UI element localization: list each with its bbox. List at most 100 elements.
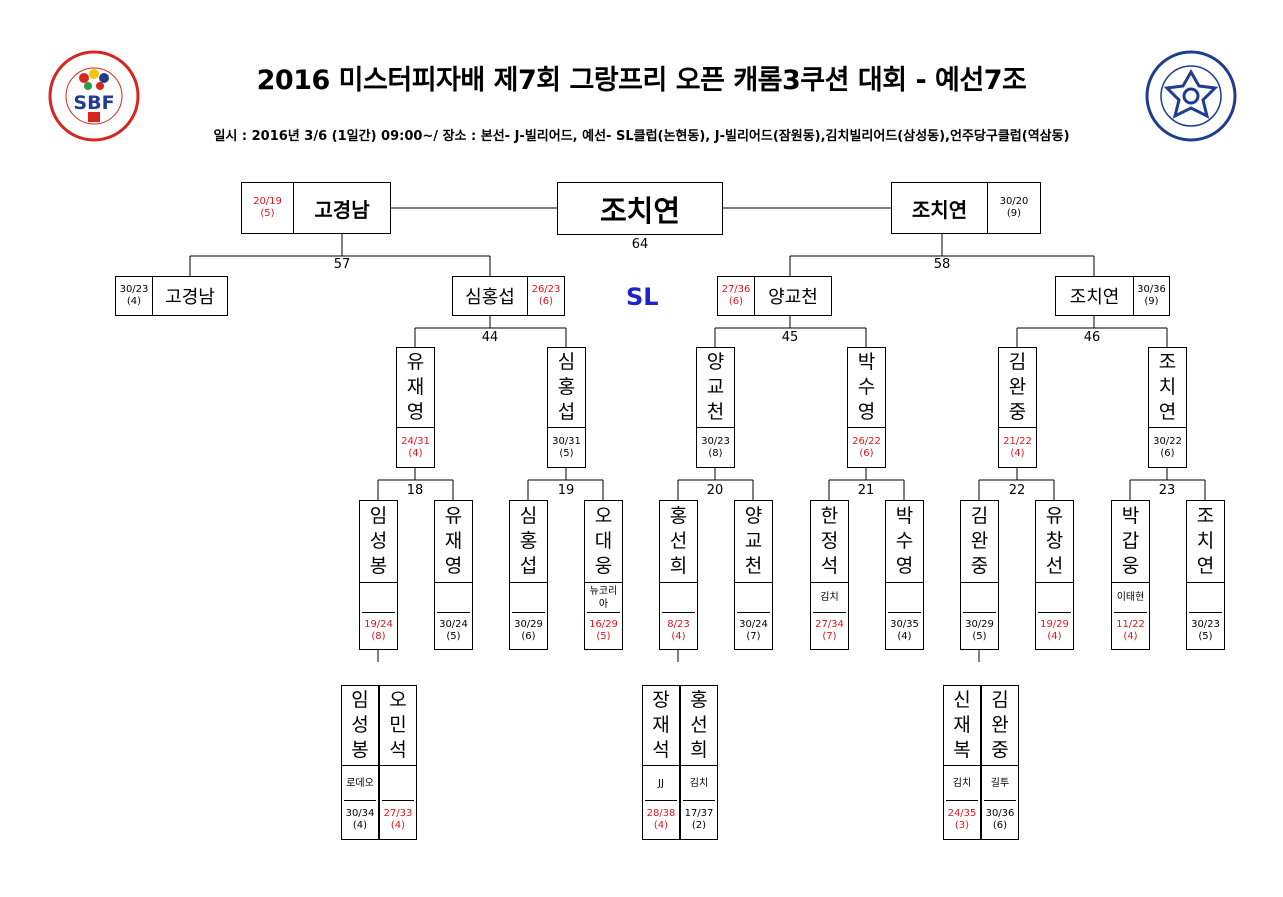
name-char: 양 <box>744 505 763 527</box>
name-char: 완 <box>970 530 989 552</box>
name-char: 석 <box>652 739 670 761</box>
score-value: 11/22 <box>1116 619 1145 630</box>
name-char: 한 <box>820 505 839 527</box>
quarterfinal-name-2: 심홍섭 <box>453 277 528 315</box>
prelim-score-6: 30/36(6) <box>982 801 1018 839</box>
name-char: 완 <box>1008 376 1027 398</box>
quarterfinal-score-4: 30/36 (9) <box>1134 277 1169 315</box>
name-char: 중 <box>970 555 989 577</box>
seoul-sports-council-logo <box>1145 50 1237 142</box>
name-char: 웅 <box>1121 555 1140 577</box>
round1-club-12 <box>1189 583 1222 613</box>
name-char: 중 <box>1008 401 1027 423</box>
match-number-57: 57 <box>333 257 351 272</box>
score-value: 30/23 <box>701 435 730 447</box>
match-number-44: 44 <box>481 330 499 345</box>
name-char: 교 <box>744 530 763 552</box>
innings-value: (5) <box>1198 631 1213 642</box>
quarterfinal-box-3: 27/36 (6) 양교천 <box>717 276 832 316</box>
name-char: 수 <box>895 530 914 552</box>
score-value: 26/22 <box>852 435 881 447</box>
score-value: 20/19 <box>253 196 282 207</box>
round1-score-2: 30/24(5) <box>435 613 472 649</box>
name-char: 오 <box>389 689 407 711</box>
event-info: 일시 : 2016년 3/6 (1일간) 09:00~/ 장소 : 본선- J-… <box>213 129 1070 144</box>
name-char: 연 <box>1196 555 1215 577</box>
name-char: 조 <box>1196 505 1215 527</box>
name-char: 봉 <box>369 555 388 577</box>
semifinal-right-score: 30/20 (9) <box>988 183 1040 233</box>
name-char: 홍 <box>519 530 538 552</box>
match-number-23: 23 <box>1158 483 1176 498</box>
match-number-21: 21 <box>857 483 875 498</box>
round1-score-8: 30/35(4) <box>886 613 923 649</box>
innings-value: (5) <box>260 208 275 219</box>
name-char: 오 <box>594 505 613 527</box>
score-value: 16/29 <box>589 619 618 630</box>
round1-club-8 <box>888 583 921 613</box>
innings-value: (4) <box>653 820 669 831</box>
innings-value: (4) <box>352 820 368 831</box>
name-char: 섭 <box>557 401 576 423</box>
innings-value: (5) <box>559 447 574 459</box>
match-number-58: 58 <box>933 257 951 272</box>
score-value: 27/36 <box>721 284 751 295</box>
quarterfinal-score-2: 26/23 (6) <box>528 277 564 315</box>
prelim-score-2: 27/33(4) <box>380 801 416 839</box>
round2-score-5: 21/22(4) <box>999 428 1036 467</box>
score-value: 21/22 <box>1003 435 1032 447</box>
quarterfinal-box-1: 30/23 (4) 고경남 <box>115 276 228 316</box>
name-char: 재 <box>652 714 670 736</box>
innings-value: (3) <box>954 820 970 831</box>
innings-value: (4) <box>1047 631 1062 642</box>
name-char: 웅 <box>594 555 613 577</box>
prelim-club-6: 길투 <box>984 766 1016 801</box>
name-char: 창 <box>1045 530 1064 552</box>
name-char: 김 <box>991 689 1009 711</box>
score-value: 30/23 <box>119 284 149 295</box>
match-number-22: 22 <box>1008 483 1026 498</box>
name-char: 홍 <box>690 689 708 711</box>
name-char: 신 <box>953 689 971 711</box>
match-number-64: 64 <box>631 237 649 252</box>
score-value: 8/23 <box>667 619 690 630</box>
name-char: 천 <box>744 555 763 577</box>
name-char: 영 <box>444 555 463 577</box>
prelim-club-1: 로데오 <box>344 766 376 801</box>
name-char: 심 <box>519 505 538 527</box>
score-value: 30/20 <box>999 196 1029 207</box>
innings-value: (4) <box>897 631 912 642</box>
name-char: 성 <box>369 530 388 552</box>
round1-score-5: 8/23(4) <box>660 613 697 649</box>
name-char: 유 <box>444 505 463 527</box>
score-value: 30/31 <box>552 435 581 447</box>
name-char: 홍 <box>557 376 576 398</box>
name-char: 수 <box>857 376 876 398</box>
round1-score-3: 30/29(6) <box>510 613 547 649</box>
round2-score-4: 26/22(6) <box>848 428 885 467</box>
name-char: 박 <box>895 505 914 527</box>
match-number-18: 18 <box>406 483 424 498</box>
innings-value: (6) <box>521 631 536 642</box>
name-char: 조 <box>1158 351 1177 373</box>
name-char: 김 <box>1008 351 1027 373</box>
round1-club-4: 뉴코리아 <box>587 583 620 613</box>
score-value: 30/29 <box>965 619 994 630</box>
score-value: 30/23 <box>1191 619 1220 630</box>
final-winner-box: 조치연 <box>557 182 723 235</box>
round1-club-2 <box>437 583 470 613</box>
name-char: 중 <box>991 739 1009 761</box>
